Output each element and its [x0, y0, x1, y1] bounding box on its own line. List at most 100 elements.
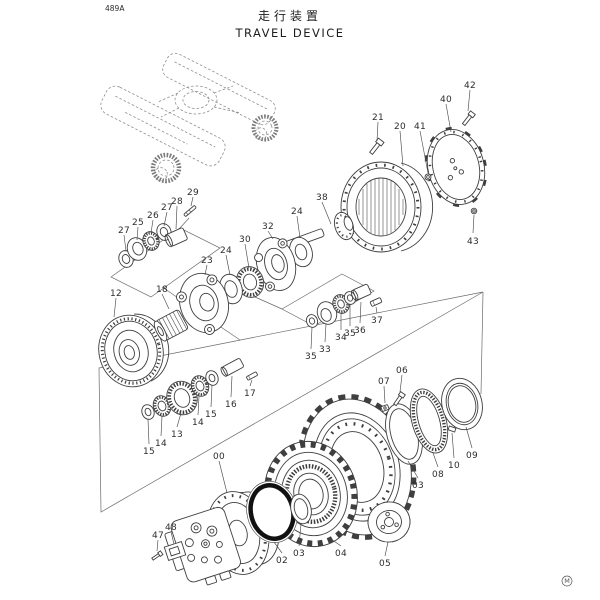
part-label-37: 37 [371, 316, 383, 326]
part-label-24: 24 [220, 246, 232, 256]
part-09-floating-seal [441, 377, 483, 431]
leader-line-15 [147, 418, 150, 445]
part-03-bearing-inner-race [290, 493, 312, 525]
part-label-33: 33 [319, 345, 331, 355]
part-label-41: 41 [414, 122, 426, 132]
watermark-letter: M [564, 577, 570, 585]
part-02-o-ring [246, 480, 298, 544]
part-18-sun-gear [153, 309, 189, 342]
part-label-24: 24 [291, 207, 303, 217]
part-label-43: 43 [467, 237, 479, 247]
leader-line-36 [359, 301, 362, 324]
leader-line-41 [419, 130, 429, 174]
leader-line-00 [218, 460, 228, 494]
leader-line-05 [384, 541, 389, 557]
part-label-13: 13 [171, 430, 183, 440]
leader-line-25 [136, 226, 139, 241]
leader-line-32 [267, 230, 274, 240]
leader-line-40 [445, 103, 452, 133]
part-20-ring-gear-drum [340, 161, 434, 253]
leader-line-24 [296, 215, 301, 239]
leader-line-24 [225, 254, 231, 276]
leader-line-17 [249, 379, 253, 387]
page-title-japanese: 走行装置 [258, 9, 322, 23]
leader-line-03 [298, 523, 302, 547]
part-label-27: 27 [161, 203, 173, 213]
leader-line-14 [197, 395, 200, 416]
leader-line-37 [375, 306, 378, 314]
undercarriage-sprocket-right [251, 114, 279, 142]
leader-line-10 [451, 432, 455, 459]
part-label-20: 20 [394, 122, 406, 132]
part-label-14: 14 [155, 439, 167, 449]
leader-line-42 [467, 89, 471, 112]
part-label-32: 32 [262, 222, 274, 232]
leader-line-13 [176, 412, 182, 428]
part-label-15: 15 [143, 447, 155, 457]
leader-line-16 [230, 375, 233, 398]
part-label-03: 03 [412, 481, 424, 491]
part-label-35: 35 [305, 352, 317, 362]
part-08-roller-bearing [409, 388, 449, 454]
part-label-15: 15 [205, 410, 217, 420]
part-05-cover [367, 501, 411, 543]
leader-line-09 [465, 426, 473, 449]
part-16-planet-shaft [220, 358, 244, 377]
part-47-bolt [151, 550, 164, 561]
part-label-23: 23 [201, 256, 213, 266]
part-21-bolt [369, 137, 385, 156]
part-label-28: 28 [171, 197, 183, 207]
leader-line-21 [376, 121, 379, 142]
part-label-36: 36 [354, 326, 366, 336]
part-29-pin [183, 205, 197, 217]
part-40-cover-plate [424, 127, 488, 207]
undercarriage-sprocket-left [150, 152, 182, 184]
part-label-04: 04 [335, 549, 347, 559]
part-label-42: 42 [464, 81, 476, 91]
part-label-08: 08 [432, 470, 444, 480]
part-06-bolt [393, 391, 406, 407]
part-37-spring-pin [369, 297, 383, 307]
part-label-17: 17 [244, 389, 256, 399]
part-43-nut [470, 207, 478, 215]
undercarriage-reference-view [100, 52, 279, 184]
part-07-clip [380, 404, 390, 412]
leader-line-04 [330, 538, 342, 547]
part-label-29: 29 [187, 188, 199, 198]
part-41-nut [424, 173, 432, 181]
part-label-05: 05 [379, 559, 391, 569]
part-42-bolt [461, 110, 476, 127]
part-label-26: 26 [147, 211, 159, 221]
leader-line-08 [432, 452, 439, 468]
part-label-18: 18 [156, 285, 168, 295]
leader-line-20 [399, 130, 404, 167]
leader-line-26 [150, 219, 154, 234]
part-17-roll-pin [246, 371, 258, 381]
leader-line-28 [175, 205, 178, 230]
part-32-planet-carrier-2 [254, 237, 297, 292]
part-label-03: 03 [293, 549, 305, 559]
watermark-circle-mark: M [561, 575, 573, 587]
part-label-47: 47 [152, 531, 164, 541]
part-label-25: 25 [132, 218, 144, 228]
part-label-00: 00 [213, 452, 225, 462]
part-04-hub-housing [264, 440, 358, 548]
internal-gear-teeth-hatch [358, 178, 404, 236]
leader-line-18 [161, 293, 170, 310]
leader-line-48 [170, 531, 175, 545]
part-label-21: 21 [372, 113, 384, 123]
part-23-planet-carrier-1 [176, 272, 229, 335]
leader-line-35 [310, 326, 313, 350]
leader-line-07 [383, 385, 386, 404]
part-label-07: 07 [378, 377, 390, 387]
part-label-02: 02 [276, 556, 288, 566]
part-label-09: 09 [466, 451, 478, 461]
part-label-10: 10 [448, 461, 460, 471]
leader-line-23 [204, 264, 208, 276]
part-15-washer-right [205, 370, 219, 386]
page-title-english: TRAVEL DEVICE [234, 26, 344, 40]
part-label-12: 12 [110, 289, 122, 299]
leader-line-27 [163, 211, 168, 227]
part-35-washer-a [305, 314, 319, 328]
